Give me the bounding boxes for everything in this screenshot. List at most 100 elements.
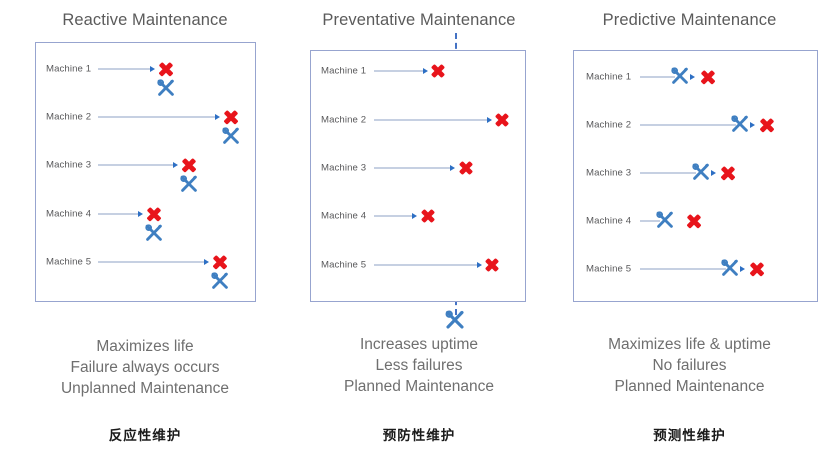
timeline-arrowhead bbox=[740, 266, 745, 272]
timeline-line bbox=[640, 124, 736, 126]
timeline-row: Machine 2 bbox=[574, 113, 819, 137]
timeline-line bbox=[98, 213, 139, 215]
machine-label: Machine 2 bbox=[586, 119, 632, 131]
maintenance-tools-icon bbox=[669, 65, 691, 92]
timeline-line bbox=[98, 116, 216, 118]
timeline-row: Machine 4 bbox=[36, 202, 257, 241]
column-title-reactive: Reactive Maintenance bbox=[62, 11, 228, 29]
timeline-line bbox=[374, 167, 451, 169]
maintenance-tools-icon bbox=[690, 161, 712, 188]
maintenance-tools-icon bbox=[155, 77, 177, 104]
timeline-row: Machine 2 bbox=[36, 105, 257, 144]
timeline-row: Machine 1 bbox=[574, 65, 819, 89]
machine-label: Machine 3 bbox=[321, 162, 367, 174]
benefits-reactive: Maximizes life Failure always occurs Unp… bbox=[0, 336, 290, 399]
timeline-row: Machine 1 bbox=[311, 59, 527, 83]
benefit-line: Planned Maintenance bbox=[344, 378, 494, 395]
column-predictive-text: Maximizes life & uptime No failures Plan… bbox=[548, 0, 831, 457]
benefit-line: Maximizes life & uptime bbox=[608, 336, 771, 353]
benefit-line: Increases uptime bbox=[359, 336, 479, 353]
failure-marker-icon bbox=[179, 156, 198, 175]
failure-marker-icon bbox=[156, 60, 175, 79]
maintenance-tools-icon bbox=[220, 125, 242, 152]
machine-label: Machine 5 bbox=[586, 263, 632, 275]
failure-marker-icon bbox=[144, 205, 163, 224]
failure-marker-icon bbox=[221, 108, 240, 127]
timeline-row: Machine 4 bbox=[574, 209, 819, 233]
machine-label: Machine 5 bbox=[321, 259, 367, 271]
timeline-arrowhead bbox=[711, 170, 716, 176]
benefits-predictive: Maximizes life & uptime No failures Plan… bbox=[548, 334, 831, 397]
maintenance-tools-icon bbox=[654, 209, 676, 236]
timeline-arrowhead bbox=[750, 122, 755, 128]
timeline-line bbox=[640, 268, 726, 270]
timeline-row: Machine 4 bbox=[311, 204, 527, 228]
maintenance-tools-icon bbox=[719, 257, 741, 284]
timeline-line bbox=[374, 119, 488, 121]
machine-label: Machine 1 bbox=[46, 63, 92, 75]
machine-label: Machine 2 bbox=[46, 111, 92, 123]
benefit-line: Unplanned Maintenance bbox=[60, 380, 230, 397]
machine-label: Machine 4 bbox=[321, 210, 367, 222]
failure-marker-icon bbox=[210, 253, 229, 272]
benefit-line: No failures bbox=[652, 357, 727, 374]
timeline-line bbox=[374, 215, 413, 217]
benefit-line: Failure always occurs bbox=[70, 359, 220, 376]
chinese-caption-preventative: 预防性维护 bbox=[382, 428, 456, 443]
timeline-arrowhead bbox=[477, 262, 482, 268]
benefit-line: Planned Maintenance bbox=[614, 378, 765, 395]
maintenance-tools-icon bbox=[178, 173, 200, 200]
timeline-line bbox=[374, 70, 424, 72]
timeline-arrowhead bbox=[423, 68, 428, 74]
timeline-row: Machine 5 bbox=[574, 257, 819, 281]
timeline-arrowhead bbox=[138, 211, 143, 217]
timeline-arrowhead bbox=[412, 213, 417, 219]
chinese-caption-predictive: 预测性维护 bbox=[653, 428, 726, 443]
timeline-arrowhead bbox=[450, 165, 455, 171]
maintenance-tools-icon bbox=[209, 270, 231, 297]
timeline-row: Machine 1 bbox=[36, 57, 257, 96]
benefit-line: Less failures bbox=[375, 357, 463, 374]
machine-label: Machine 5 bbox=[46, 256, 92, 268]
chinese-caption-reactive: 反应性维护 bbox=[108, 428, 182, 443]
column-title-predictive: Predictive Maintenance bbox=[602, 11, 777, 29]
timeline-arrowhead bbox=[487, 117, 492, 123]
machine-label: Machine 1 bbox=[321, 65, 367, 77]
timeline-row: Machine 5 bbox=[311, 253, 527, 277]
maintenance-tools-icon bbox=[729, 113, 751, 140]
timeline-arrowhead bbox=[150, 66, 155, 72]
timeline-arrowhead bbox=[204, 259, 209, 265]
timeline-line bbox=[374, 264, 478, 266]
timeline-row: Machine 3 bbox=[574, 161, 819, 185]
benefit-line: Maximizes life bbox=[96, 338, 194, 355]
timeline-arrowhead bbox=[690, 74, 695, 80]
timeline-arrowhead bbox=[173, 162, 178, 168]
machine-label: Machine 2 bbox=[321, 114, 367, 126]
timeline-line bbox=[640, 172, 696, 174]
maintenance-tools-icon bbox=[143, 222, 165, 249]
machine-label: Machine 3 bbox=[46, 159, 92, 171]
machine-label: Machine 1 bbox=[586, 71, 632, 83]
timeline-row: Machine 3 bbox=[311, 156, 527, 180]
timeline-line bbox=[640, 76, 675, 78]
timeline-arrowhead bbox=[215, 114, 220, 120]
scheduled-maintenance-tools-icon bbox=[443, 308, 467, 337]
column-predictive: Predictive Maintenance bbox=[548, 0, 831, 457]
timeline-line bbox=[98, 261, 205, 263]
timeline-line bbox=[98, 68, 151, 70]
timeline-row: Machine 2 bbox=[311, 108, 527, 132]
timeline-row: Machine 3 bbox=[36, 153, 257, 192]
column-title-preventative: Preventative Maintenance bbox=[322, 11, 516, 29]
timeline-panel-reactive: Machine 1 bbox=[35, 42, 256, 302]
timeline-panel-preventative: Machine 1 Machine 2 Machine 3 bbox=[310, 50, 526, 302]
machine-label: Machine 4 bbox=[46, 208, 92, 220]
machine-label: Machine 4 bbox=[586, 215, 632, 227]
timeline-line bbox=[98, 164, 174, 166]
machine-label: Machine 3 bbox=[586, 167, 632, 179]
timeline-row: Machine 5 bbox=[36, 250, 257, 289]
timeline-line bbox=[640, 220, 660, 222]
timeline-panel-predictive: Machine 1 Machine 2 bbox=[573, 50, 818, 302]
column-reactive: Reactive Maintenance Machine 1 bbox=[0, 0, 290, 457]
column-preventative: Preventative Maintenance bbox=[290, 0, 548, 457]
